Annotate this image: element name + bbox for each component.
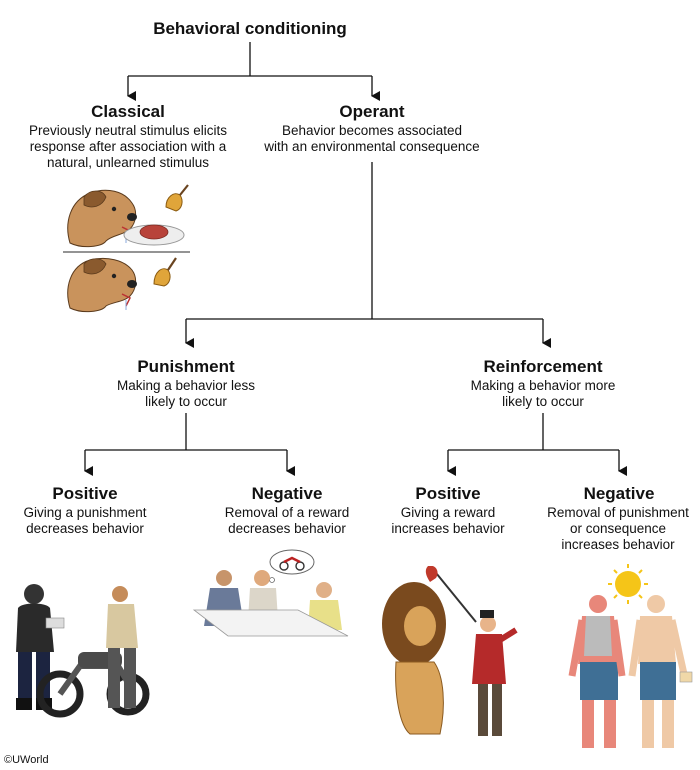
reinforcement-negative-description: Removal of punishment or consequence inc…	[547, 505, 689, 552]
reinforcement-description: Making a behavior more likely to occur	[470, 378, 616, 409]
police-ticket-illustration	[16, 584, 150, 718]
root-title: Behavioral conditioning	[153, 19, 347, 38]
operant-title: Operant	[339, 102, 405, 121]
operant-description: Behavior becomes associated with an envi…	[264, 123, 480, 154]
classical-description: Previously neutral stimulus elicits resp…	[28, 123, 228, 170]
punishment-negative-description: Removal of a reward decreases behavior	[224, 505, 350, 536]
punishment-negative-title: Negative	[251, 484, 323, 503]
reinforcement-positive-description: Giving a reward increases behavior	[391, 505, 505, 536]
punishment-positive-description: Giving a punishment decreases behavior	[23, 505, 147, 536]
sunburn-relief-illustration	[568, 564, 693, 748]
dog-food-bell-illustration	[67, 184, 189, 248]
dog-bell-illustration	[67, 257, 177, 313]
lion-trainer-illustration	[382, 566, 518, 736]
punishment-description: Making a behavior less likely to occur	[116, 378, 256, 409]
reinforcement-positive-title: Positive	[415, 484, 481, 503]
classical-title: Classical	[91, 102, 165, 121]
reinforcement-negative-title: Negative	[583, 484, 655, 503]
removed-reward-illustration	[192, 549, 349, 637]
reinforcement-title: Reinforcement	[483, 357, 603, 376]
copyright-credit: ©UWorld	[4, 754, 49, 766]
punishment-positive-title: Positive	[52, 484, 118, 503]
punishment-title: Punishment	[137, 357, 235, 376]
